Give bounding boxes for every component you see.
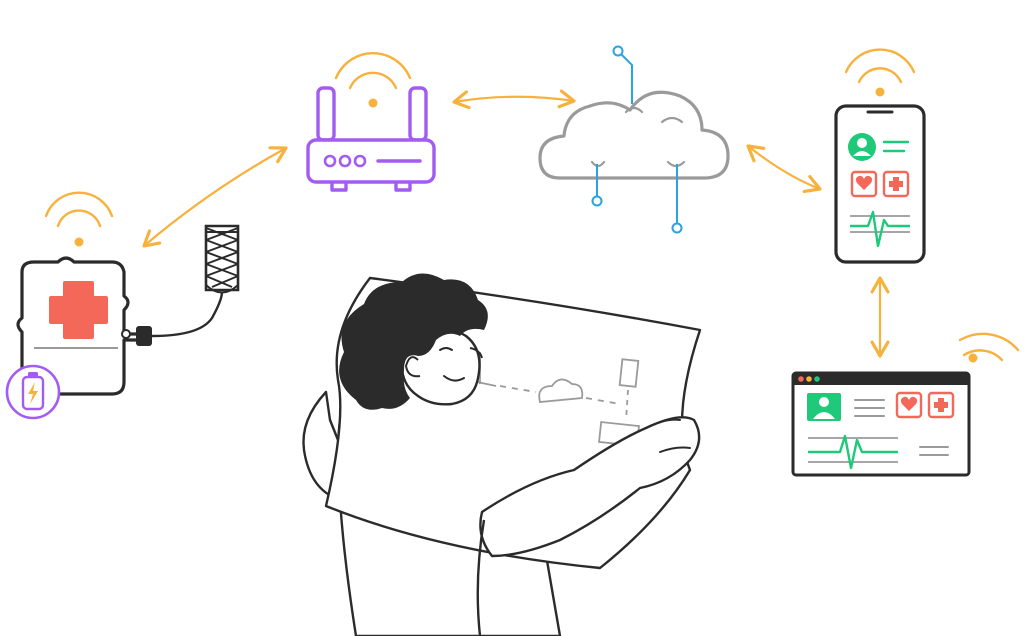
person-right-hand	[479, 416, 701, 558]
wifi-signal-icon	[44, 48, 1020, 363]
arrow-router-cloud	[452, 89, 576, 110]
health-dashboard-window-icon	[791, 371, 971, 477]
battery-bolt-icon	[5, 364, 61, 420]
heart-icon	[855, 175, 873, 190]
cloud-network-icon	[538, 45, 730, 234]
stent-icon	[204, 224, 240, 294]
person-hair	[339, 273, 488, 410]
medical-device	[16, 256, 224, 396]
wifi-router-icon	[306, 86, 436, 192]
person-holding-blueprint	[302, 273, 702, 636]
connection-arrows	[142, 89, 890, 358]
plus-icon	[889, 177, 903, 191]
first-aid-cross-icon	[49, 281, 108, 339]
health-app-phone-icon	[834, 104, 926, 264]
arrow-cloud-phone	[746, 144, 822, 194]
arrow-device-router	[142, 146, 288, 248]
heartbeat-line	[850, 210, 910, 248]
